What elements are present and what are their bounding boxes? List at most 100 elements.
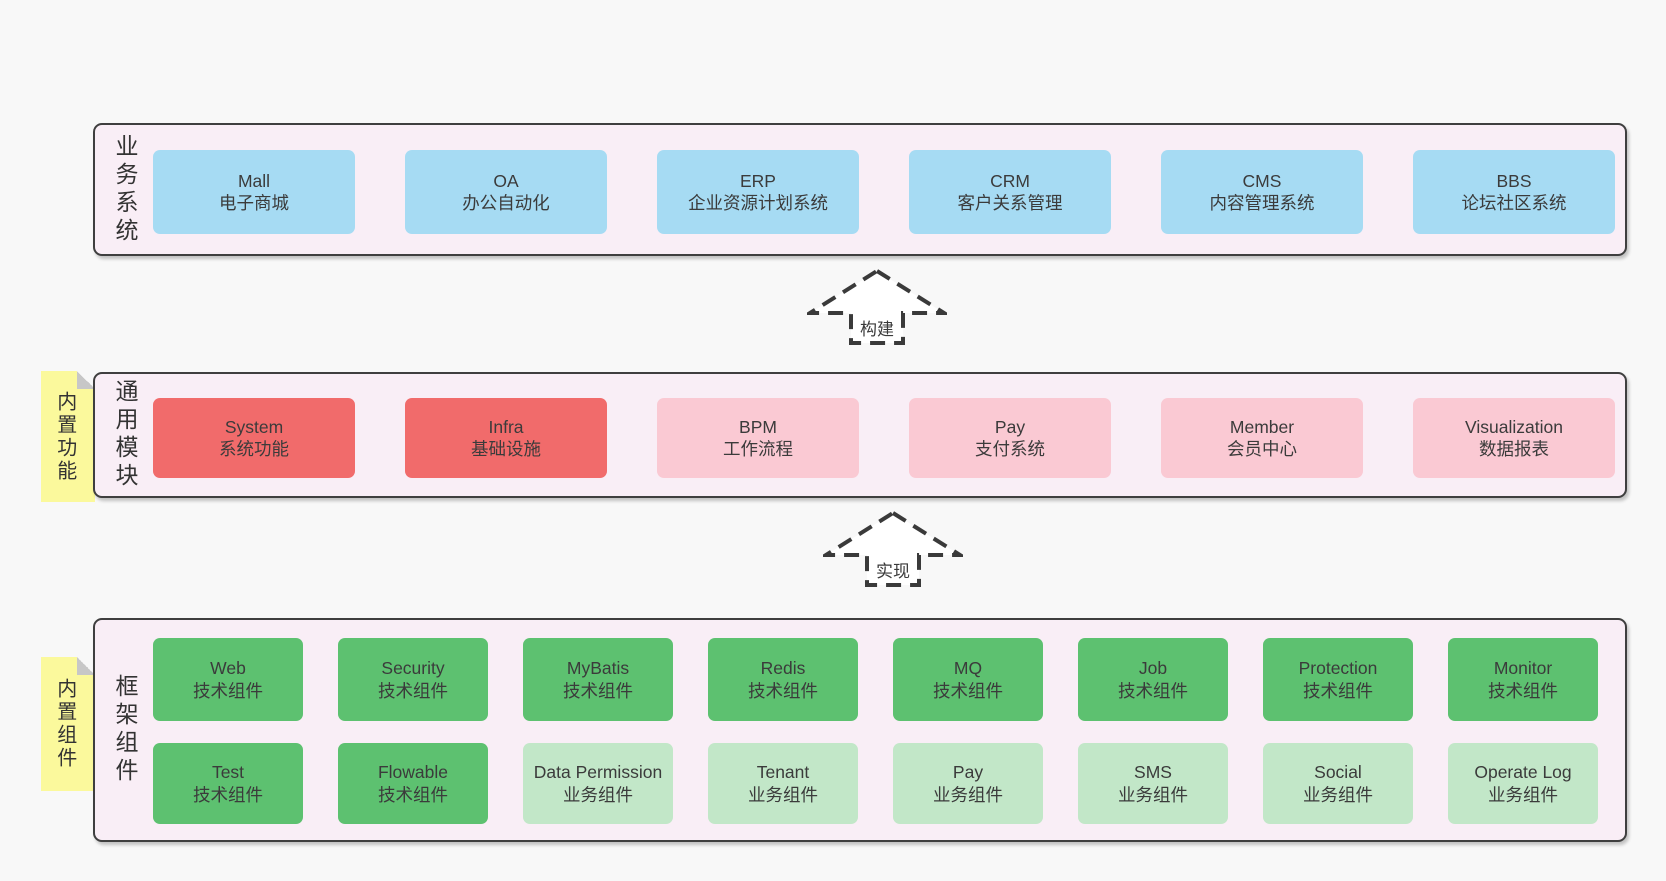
box-crm: CRM 客户关系管理 [909, 150, 1111, 234]
box-redis: Redis 技术组件 [708, 638, 858, 721]
folded-corner-icon [77, 657, 95, 675]
box-zh-label: 技术组件 [193, 680, 263, 701]
panel-common-modules: 通用模块 System 系统功能 Infra 基础设施 BPM 工作流程 Pay… [93, 372, 1627, 498]
box-zh-label: 工作流程 [723, 439, 793, 459]
box-pay-component: Pay 业务组件 [893, 743, 1043, 824]
box-en-label: Web [210, 658, 246, 679]
box-row: Web 技术组件 Security 技术组件 MyBatis 技术组件 Redi… [153, 638, 1598, 721]
box-zh-label: 办公自动化 [462, 193, 550, 213]
box-zh-label: 业务组件 [563, 784, 633, 805]
box-pay-system: Pay 支付系统 [909, 398, 1111, 478]
box-en-label: Test [211, 762, 245, 783]
box-cms: CMS 内容管理系统 [1161, 150, 1363, 234]
box-en-label: Data Permission [533, 762, 663, 783]
box-erp: ERP 企业资源计划系统 [657, 150, 859, 234]
box-zh-label: 技术组件 [1303, 680, 1373, 701]
box-en-label: Monitor [1493, 658, 1553, 679]
box-en-label: System [224, 416, 284, 437]
box-zh-label: 系统功能 [219, 439, 289, 459]
arrow-up-icon [823, 510, 963, 587]
box-zh-label: 业务组件 [748, 784, 818, 805]
panel-label: 框架组件 [112, 674, 138, 786]
panel-business-systems: 业务系统 Mall 电子商城 OA 办公自动化 ERP 企业资源计划系统 CRM… [93, 123, 1627, 256]
box-web: Web 技术组件 [153, 638, 303, 721]
box-en-label: CRM [990, 170, 1030, 191]
sticky-note-built-in-components: 内置组件 [41, 657, 95, 791]
box-tenant: Tenant 业务组件 [708, 743, 858, 824]
box-row: Test 技术组件 Flowable 技术组件 Data Permission … [153, 743, 1598, 824]
box-en-label: BPM [739, 416, 777, 437]
sticky-note-label: 内置功能 [53, 390, 76, 483]
box-zh-label: 技术组件 [1488, 680, 1558, 701]
box-system: System 系统功能 [153, 398, 355, 478]
box-mybatis: MyBatis 技术组件 [523, 638, 673, 721]
sticky-note-built-in-features: 内置功能 [41, 371, 95, 502]
box-zh-label: 技术组件 [378, 680, 448, 701]
folded-corner-icon [77, 371, 95, 389]
panel-label: 业务系统 [112, 133, 138, 246]
arrow-build: 构建 [807, 268, 947, 346]
panel-framework-components: 框架组件 Web 技术组件 Security 技术组件 MyBatis 技术组件… [93, 618, 1627, 842]
box-zh-label: 技术组件 [748, 680, 818, 701]
box-zh-label: 技术组件 [933, 680, 1003, 701]
box-member: Member 会员中心 [1161, 398, 1363, 478]
box-zh-label: 内容管理系统 [1209, 193, 1315, 213]
box-security: Security 技术组件 [338, 638, 488, 721]
box-visualization: Visualization 数据报表 [1413, 398, 1615, 478]
box-zh-label: 会员中心 [1227, 439, 1297, 459]
box-en-label: Pay [994, 416, 1026, 437]
box-zh-label: 业务组件 [933, 784, 1003, 805]
box-zh-label: 电子商城 [219, 193, 289, 213]
box-zh-label: 支付系统 [975, 439, 1045, 459]
box-oa: OA 办公自动化 [405, 150, 607, 234]
box-zh-label: 客户关系管理 [957, 193, 1063, 213]
box-en-label: Protection [1298, 658, 1378, 679]
box-zh-label: 技术组件 [378, 784, 448, 805]
box-zh-label: 技术组件 [1118, 680, 1188, 701]
box-en-label: CMS [1242, 170, 1282, 191]
box-en-label: Flowable [377, 762, 449, 783]
box-zh-label: 技术组件 [193, 784, 263, 805]
box-en-label: Member [1229, 416, 1295, 437]
box-mall: Mall 电子商城 [153, 150, 355, 234]
box-en-label: Job [1138, 658, 1168, 679]
panel-label: 通用模块 [112, 379, 138, 491]
box-zh-label: 技术组件 [563, 680, 633, 701]
box-zh-label: 论坛社区系统 [1461, 193, 1567, 213]
box-en-label: Tenant [756, 762, 810, 783]
sticky-note-label: 内置组件 [53, 678, 76, 770]
box-row: System 系统功能 Infra 基础设施 BPM 工作流程 Pay 支付系统… [153, 398, 1615, 478]
arrow-label: 实现 [876, 562, 910, 581]
box-row: Mall 电子商城 OA 办公自动化 ERP 企业资源计划系统 CRM 客户关系… [153, 150, 1615, 234]
box-en-label: SMS [1134, 762, 1172, 783]
box-en-label: Security [381, 658, 445, 679]
box-flowable: Flowable 技术组件 [338, 743, 488, 824]
box-mq: MQ 技术组件 [893, 638, 1043, 721]
box-en-label: Redis [760, 658, 806, 679]
box-sms: SMS 业务组件 [1078, 743, 1228, 824]
box-en-label: MQ [953, 658, 983, 679]
box-zh-label: 业务组件 [1118, 784, 1188, 805]
box-en-label: MyBatis [566, 658, 630, 679]
box-infra: Infra 基础设施 [405, 398, 607, 478]
box-en-label: Operate Log [1474, 762, 1572, 783]
box-zh-label: 数据报表 [1479, 439, 1549, 459]
box-zh-label: 业务组件 [1303, 784, 1373, 805]
box-social: Social 业务组件 [1263, 743, 1413, 824]
box-en-label: Pay [952, 762, 984, 783]
box-monitor: Monitor 技术组件 [1448, 638, 1598, 721]
box-job: Job 技术组件 [1078, 638, 1228, 721]
box-en-label: BBS [1496, 170, 1532, 191]
box-en-label: OA [493, 170, 519, 191]
box-en-label: Social [1314, 762, 1362, 783]
box-zh-label: 业务组件 [1488, 784, 1558, 805]
box-bpm: BPM 工作流程 [657, 398, 859, 478]
box-data-permission: Data Permission 业务组件 [523, 743, 673, 824]
box-zh-label: 企业资源计划系统 [688, 193, 828, 213]
box-en-label: ERP [740, 170, 776, 191]
box-bbs: BBS 论坛社区系统 [1413, 150, 1615, 234]
box-operate-log: Operate Log 业务组件 [1448, 743, 1598, 824]
arrow-implement: 实现 [823, 510, 963, 588]
box-en-label: Visualization [1465, 416, 1563, 437]
arrow-label: 构建 [860, 320, 894, 339]
